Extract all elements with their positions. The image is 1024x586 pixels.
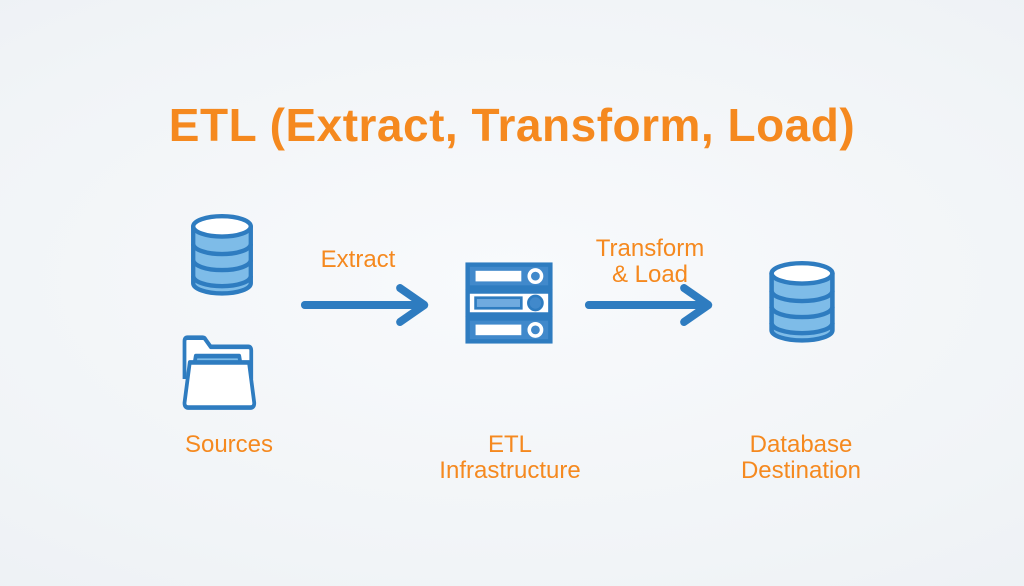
database-icon — [764, 261, 840, 347]
transform-load-label-line2: & Load — [611, 261, 689, 288]
sources-label: Sources — [184, 431, 274, 458]
database-icon — [186, 214, 258, 300]
folder-icon — [174, 322, 264, 414]
page-title: ETL (Extract, Transform, Load) — [168, 99, 856, 151]
extract-arrow-label: Extract — [320, 246, 396, 273]
database-destination-label: Database Destination — [701, 432, 901, 484]
transform-load-label-line1: Transform — [595, 235, 705, 262]
arrow-right-icon — [300, 283, 432, 327]
etl-infrastructure-label-line1: ETL — [487, 431, 532, 458]
database-destination-label-line2: Destination — [740, 457, 862, 484]
arrow-right-icon — [584, 283, 716, 327]
transform-load-arrow-label: Transform & Load — [550, 236, 750, 288]
etl-infrastructure-label-line2: Infrastructure — [439, 457, 581, 484]
server-icon — [465, 262, 553, 344]
database-destination-label-line1: Database — [749, 431, 853, 458]
etl-infrastructure-label: ETL Infrastructure — [410, 432, 610, 484]
